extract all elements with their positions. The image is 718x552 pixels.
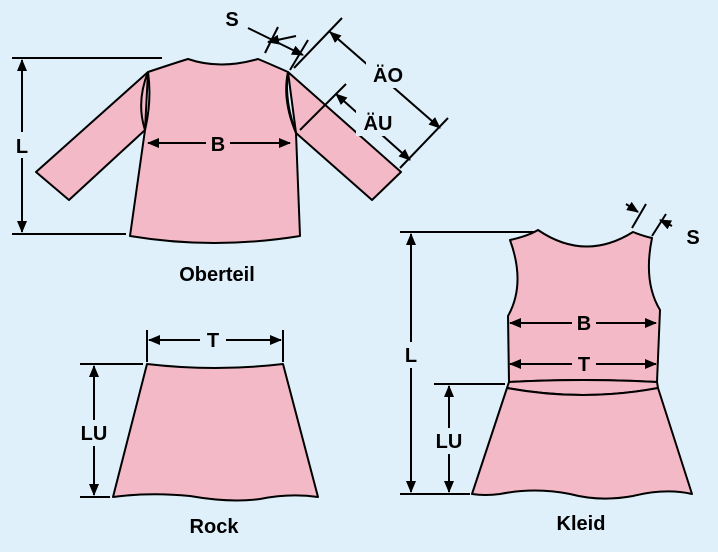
- kleid-s-label: S: [686, 227, 699, 249]
- oberteil-b-label-bg: [206, 132, 230, 156]
- oberteil-l-label-bg: [10, 132, 34, 158]
- kleid-caption: Kleid: [557, 513, 606, 535]
- kleid-s-arrow-right: [659, 219, 673, 230]
- oberteil-armhole-right-seam: [285, 71, 297, 134]
- oberteil-armhole-left-seam: [140, 71, 149, 131]
- kleid-s-extension-2: [651, 213, 667, 237]
- oberteil-group: L B S ÄO ÄU Oberteil: [10, 9, 449, 286]
- kleid-bodice: [507, 229, 661, 383]
- oberteil-au-label: ÄU: [364, 112, 393, 135]
- rock-body: [112, 363, 319, 502]
- oberteil-s-arrow-left: [267, 34, 297, 45]
- oberteil-caption: Oberteil: [179, 264, 255, 286]
- kleid-t-label: T: [578, 354, 590, 376]
- kleid-b-label: B: [577, 313, 591, 335]
- oberteil-au-extension-top: [299, 83, 347, 131]
- rock-lu-label-bg: [76, 420, 112, 446]
- oberteil-au-label-bg: [356, 110, 400, 136]
- oberteil-sleeve-left: [35, 71, 149, 201]
- oberteil-s-label: S: [225, 9, 238, 31]
- kleid-b-label-bg: [572, 311, 596, 335]
- rock-lu-label: LU: [81, 423, 108, 445]
- rock-t-label-bg: [200, 328, 226, 352]
- oberteil-ao-label: ÄO: [373, 64, 403, 87]
- oberteil-ao-extension-bottom: [399, 117, 449, 169]
- kleid-l-label-bg: [399, 342, 423, 368]
- kleid-lu-label: LU: [436, 431, 463, 453]
- kleid-s-extension-1: [631, 203, 647, 229]
- oberteil-l-label: L: [16, 136, 28, 158]
- kleid-l-label: L: [405, 345, 417, 367]
- rock-caption: Rock: [190, 516, 240, 538]
- kleid-lu-label-bg: [431, 428, 467, 454]
- oberteil-ao-extension-top: [293, 17, 343, 69]
- rock-group: T LU Rock: [76, 328, 319, 538]
- kleid-group: B T S L LU Kleid: [399, 201, 700, 535]
- kleid-s-arrow-left: [625, 201, 639, 213]
- oberteil-ao-label-bg: [366, 62, 410, 88]
- kleid-skirt: [471, 387, 693, 500]
- oberteil-b-label: B: [211, 134, 225, 156]
- rock-t-label: T: [207, 330, 219, 352]
- kleid-t-label-bg: [572, 352, 596, 376]
